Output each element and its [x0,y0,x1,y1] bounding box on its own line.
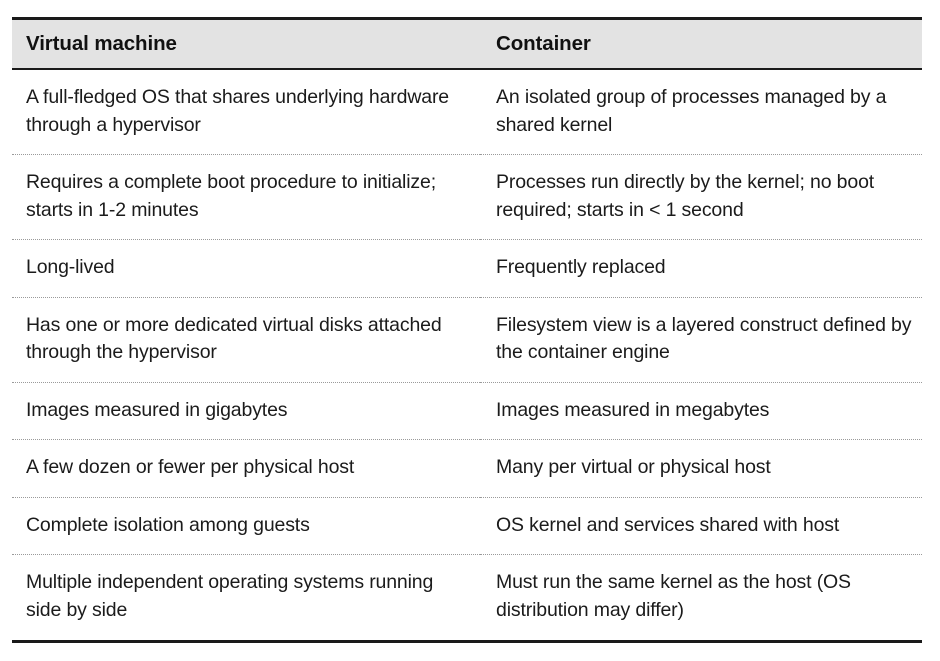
table-row: A full-fledged OS that shares underlying… [12,69,922,155]
cell-container: An isolated group of processes managed b… [480,69,922,155]
cell-virtual-machine: Multiple independent operating systems r… [12,554,480,640]
table-header-row: Virtual machine Container [12,17,922,70]
cell-container: Filesystem view is a layered construct d… [480,297,922,383]
table-row: Long-lived Frequently replaced [12,239,922,298]
table-row: A few dozen or fewer per physical host M… [12,439,922,498]
cell-container: Images measured in megabytes [480,382,922,440]
cell-container: Frequently replaced [480,239,922,298]
table-bottom-rule [12,640,922,643]
cell-virtual-machine: A few dozen or fewer per physical host [12,439,480,498]
column-header-virtual-machine: Virtual machine [12,17,480,70]
table-row: Images measured in gigabytes Images meas… [12,382,922,440]
cell-virtual-machine: Long-lived [12,239,480,298]
cell-container: Processes run directly by the kernel; no… [480,154,922,240]
cell-virtual-machine: Has one or more dedicated virtual disks … [12,297,480,383]
table-header: Virtual machine Container [12,17,922,70]
cell-container: Must run the same kernel as the host (OS… [480,554,922,640]
comparison-table-wrapper: Virtual machine Container A full-fledged… [12,17,922,643]
vm-vs-container-table: Virtual machine Container A full-fledged… [12,17,922,640]
cell-container: OS kernel and services shared with host [480,497,922,555]
cell-virtual-machine: Complete isolation among guests [12,497,480,555]
table-row: Requires a complete boot procedure to in… [12,154,922,240]
column-header-container: Container [480,17,922,70]
cell-virtual-machine: A full-fledged OS that shares underlying… [12,69,480,155]
cell-virtual-machine: Requires a complete boot procedure to in… [12,154,480,240]
table-body: A full-fledged OS that shares underlying… [12,69,922,640]
table-row: Has one or more dedicated virtual disks … [12,297,922,383]
cell-container: Many per virtual or physical host [480,439,922,498]
cell-virtual-machine: Images measured in gigabytes [12,382,480,440]
table-row: Multiple independent operating systems r… [12,554,922,640]
table-row: Complete isolation among guests OS kerne… [12,497,922,555]
